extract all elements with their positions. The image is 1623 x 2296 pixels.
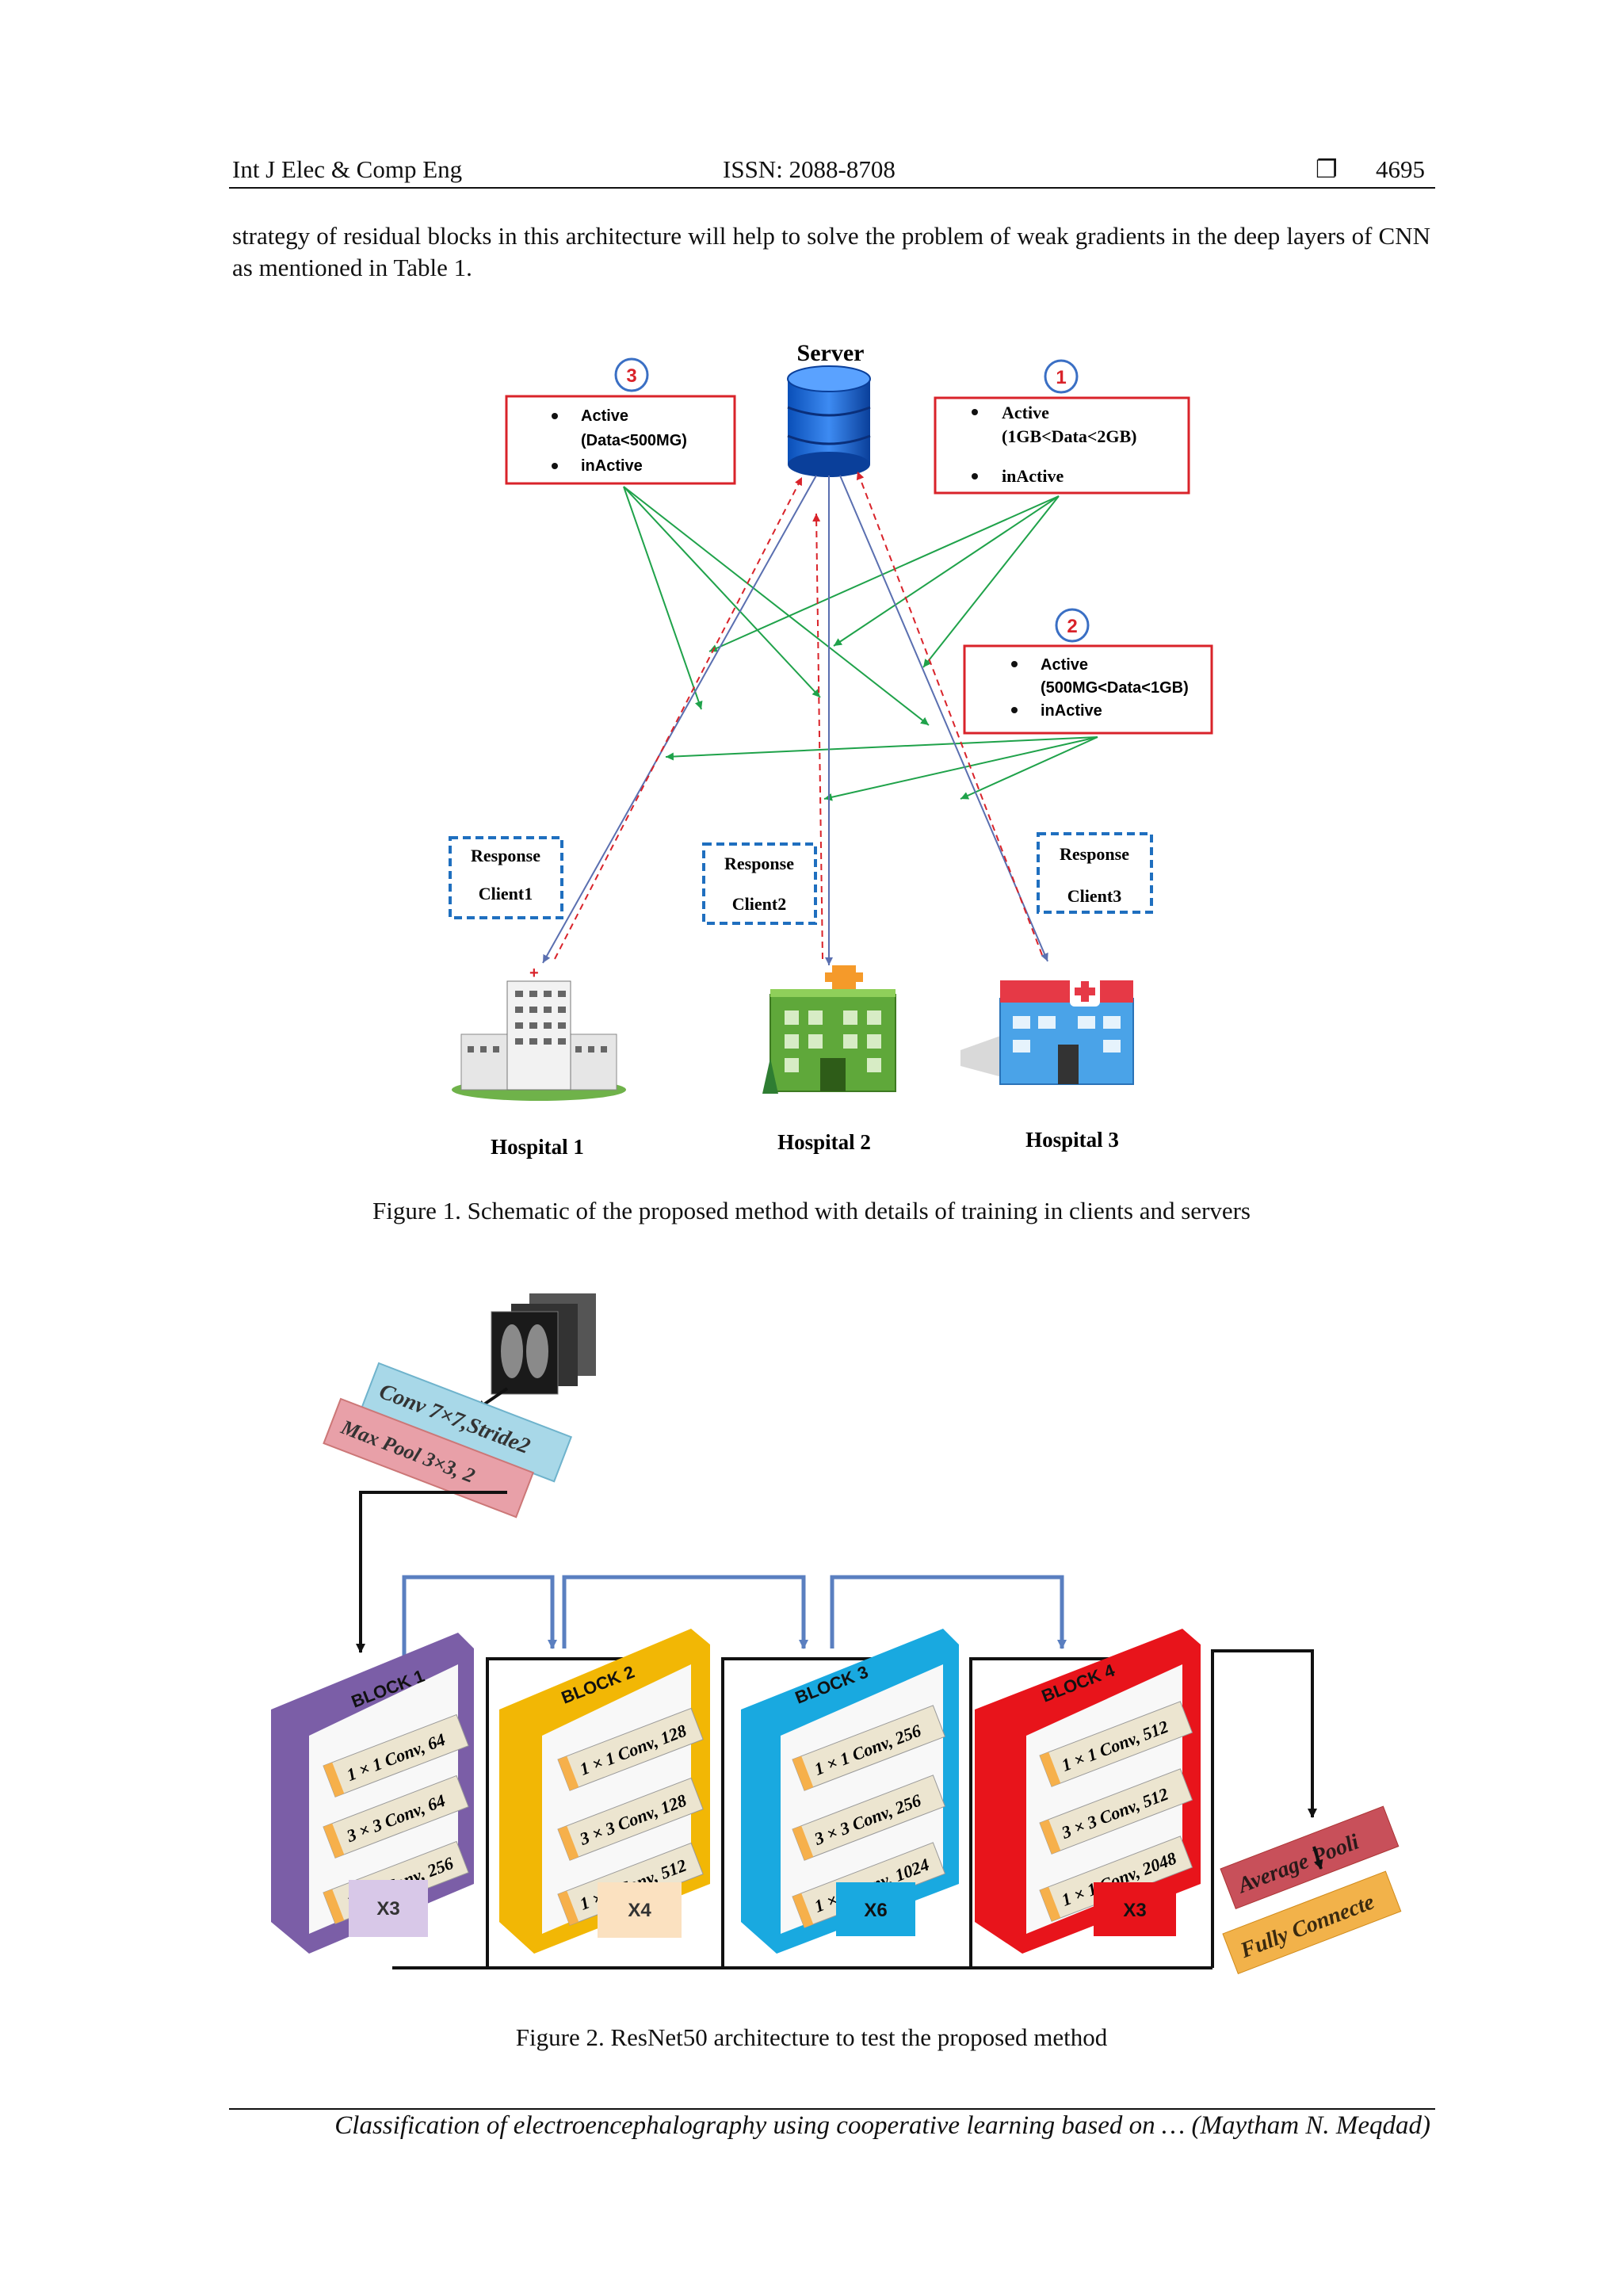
green-arrows <box>623 486 1098 801</box>
server-database-icon <box>787 365 871 477</box>
square-icon: ❐ <box>1316 155 1338 183</box>
block-2: BLOCK 2 1 × 1 Conv, 128 3 × 3 Conv, 128 … <box>499 1629 710 1954</box>
figure2-diagram: Conv 7×7,Stride2 Max Pool 3×3, 2 BLOCK 1… <box>271 1293 1402 1975</box>
status-box-2: 2 Active (500MG<Data<1GB) inActive <box>963 608 1213 735</box>
svg-text:Active: Active <box>1002 403 1049 422</box>
svg-text:2: 2 <box>1067 616 1077 637</box>
svg-text:Response: Response <box>1060 844 1129 864</box>
block-1: BLOCK 1 1 × 1 Conv, 64 3 × 3 Conv, 64 1 … <box>271 1633 474 1954</box>
svg-text:Response: Response <box>471 846 540 865</box>
block-3: BLOCK 3 1 × 1 Conv, 256 3 × 3 Conv, 256 … <box>741 1629 959 1954</box>
svg-text:Active: Active <box>1041 656 1088 674</box>
svg-text:inActive: inActive <box>1002 466 1064 486</box>
body-paragraph: strategy of residual blocks in this arch… <box>232 222 1430 281</box>
figure1-diagram: Server 3 Active (Data<500MG) inActive 1 … <box>449 340 1213 1159</box>
footer-rule <box>229 2108 1435 2110</box>
svg-text:Client3: Client3 <box>1067 886 1121 906</box>
figure1-caption: Figure 1. Schematic of the proposed meth… <box>372 1197 1251 1224</box>
svg-text:1: 1 <box>1056 367 1066 388</box>
skip-connection-lines <box>402 1575 1067 1656</box>
response-box-client2: Response Client2 <box>702 842 817 925</box>
svg-text:Active: Active <box>581 407 628 425</box>
svg-text:Client1: Client1 <box>479 884 533 904</box>
hospital-1-label: Hospital 1 <box>491 1135 584 1159</box>
footer-text: Classification of electroencephalography… <box>334 2111 1430 2140</box>
red-dashed-arrows <box>554 471 1043 960</box>
svg-text:(500MG<Data<1GB): (500MG<Data<1GB) <box>1041 679 1189 697</box>
svg-text:Response: Response <box>724 854 794 873</box>
journal-name: Int J Elec & Comp Eng <box>232 155 463 183</box>
hospital-3-label: Hospital 3 <box>1025 1128 1119 1152</box>
page-number: 4695 <box>1376 155 1425 183</box>
figure2-caption: Figure 2. ResNet50 architecture to test … <box>515 2023 1108 2051</box>
header-rule <box>229 187 1435 189</box>
issn: ISSN: 2088-8708 <box>723 155 896 183</box>
xray-images-icon <box>491 1293 596 1395</box>
svg-text:X6: X6 <box>864 1900 887 1921</box>
svg-text:+: + <box>529 965 539 982</box>
response-box-client3: Response Client3 <box>1037 832 1153 914</box>
svg-text:inActive: inActive <box>1041 702 1102 720</box>
response-box-client1: Response Client1 <box>449 836 563 919</box>
svg-text:(1GB<Data<2GB): (1GB<Data<2GB) <box>1002 426 1137 446</box>
hospital-3-building-icon <box>960 976 1134 1085</box>
svg-text:inActive: inActive <box>581 457 643 475</box>
svg-text:X3: X3 <box>1123 1900 1146 1921</box>
status-box-3: 3 Active (Data<500MG) inActive <box>505 357 736 485</box>
svg-text:X4: X4 <box>628 1900 651 1921</box>
server-label: Server <box>797 340 865 366</box>
block-4: BLOCK 4 1 × 1 Conv, 512 3 × 3 Conv, 512 … <box>975 1629 1201 1954</box>
status-box-1: 1 Active (1GB<Data<2GB) inActive <box>934 359 1190 495</box>
hospital-2-building-icon <box>762 965 896 1094</box>
svg-text:Client2: Client2 <box>732 894 786 914</box>
hospital-1-building-icon: + <box>452 965 626 1101</box>
svg-text:3: 3 <box>626 365 636 387</box>
svg-text:(Data<500MG): (Data<500MG) <box>581 432 687 449</box>
svg-text:X3: X3 <box>376 1898 399 1920</box>
hospital-2-label: Hospital 2 <box>777 1130 871 1154</box>
